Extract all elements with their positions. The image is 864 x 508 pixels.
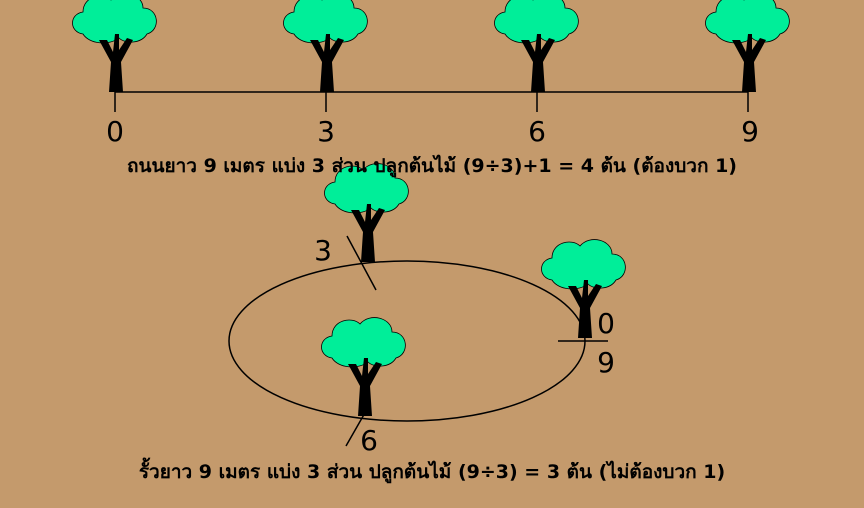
fence-caption: รั้วยาว 9 เมตร แบ่ง 3 ส่วน ปลูกต้นไม้ (9…	[138, 461, 726, 483]
road-mark-0: 0	[106, 115, 124, 148]
fence-ellipse	[228, 260, 586, 422]
fence-mark-0: 0	[597, 307, 615, 340]
fence-divider-3	[346, 235, 377, 291]
road-tree-4	[705, 0, 790, 93]
road-tree-1	[72, 0, 157, 93]
road-mark-9: 9	[741, 115, 759, 148]
fence-mark-3: 3	[314, 234, 332, 267]
fence-mark-6: 6	[360, 424, 378, 457]
road-tree-2	[283, 0, 368, 93]
road-tree-3	[494, 0, 579, 93]
fence-tree-bottom	[321, 317, 406, 417]
road-mark-6: 6	[528, 115, 546, 148]
fence-mark-9: 9	[597, 346, 615, 379]
road-mark-3: 3	[317, 115, 335, 148]
road-caption: ถนนยาว 9 เมตร แบ่ง 3 ส่วน ปลูกต้นไม้ (9÷…	[127, 155, 737, 177]
